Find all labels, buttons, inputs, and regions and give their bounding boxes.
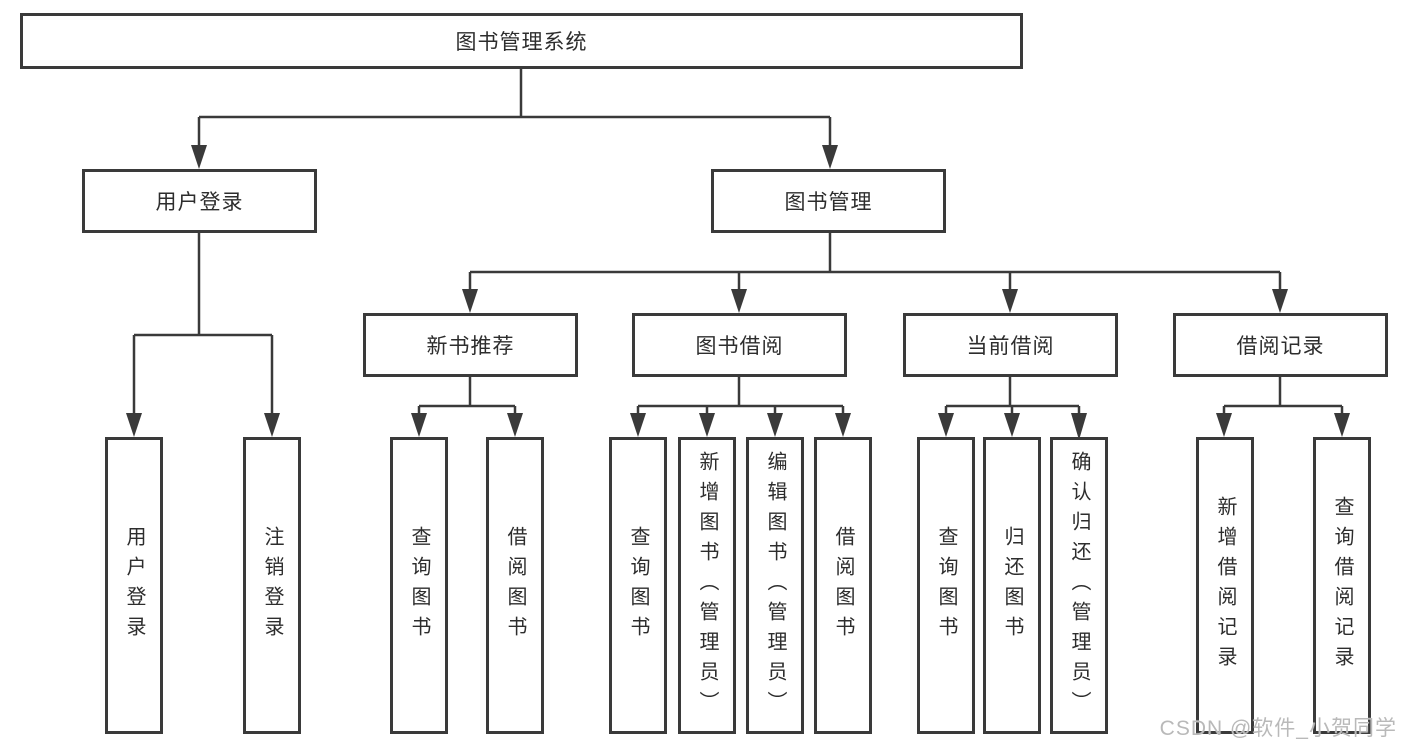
node-leaf-query-books: 查询图书 (609, 437, 667, 734)
node-leaf-add-book-admin: 新增图书（管理员） (678, 437, 736, 734)
node-leaf-user-login: 用户登录 (105, 437, 163, 734)
node-new-book-recommend: 新书推荐 (363, 313, 578, 377)
edge-current-borrow-children (938, 376, 1087, 440)
node-label: 借阅记录 (1236, 335, 1325, 358)
node-leaf-borrow-books: 借阅图书 (486, 437, 544, 734)
node-label: 新书推荐 (426, 335, 515, 358)
node-leaf-edit-book-admin: 编辑图书（管理员） (746, 437, 804, 734)
node-label: 查询图书 (935, 525, 957, 646)
node-label: 编辑图书（管理员） (764, 450, 786, 721)
csdn-watermark: CSDN @软件_小贺同学 (1159, 717, 1397, 740)
node-label: 用户登录 (155, 191, 244, 214)
node-label: 图书管理系统 (455, 31, 588, 54)
node-label: 确认归还（管理员） (1068, 450, 1090, 721)
edge-new-book-children (411, 376, 523, 437)
node-label: 图书管理 (784, 191, 873, 214)
node-book-borrow: 图书借阅 (632, 313, 847, 377)
node-label: 借阅图书 (832, 525, 854, 646)
edge-book-management-children (462, 232, 1288, 313)
node-label: 注销登录 (261, 525, 283, 646)
node-borrow-record: 借阅记录 (1173, 313, 1388, 377)
node-leaf-return-book: 归还图书 (983, 437, 1041, 734)
node-label: 查询图书 (627, 525, 649, 646)
node-label: 借阅图书 (504, 525, 526, 646)
edge-user-login-children (126, 232, 280, 437)
node-leaf-add-borrow-record: 新增借阅记录 (1196, 437, 1254, 734)
node-book-management: 图书管理 (711, 169, 946, 233)
node-leaf-borrow-books: 借阅图书 (814, 437, 872, 734)
node-label: 当前借阅 (966, 335, 1055, 358)
node-root: 图书管理系统 (20, 13, 1023, 69)
node-label: 新增借阅记录 (1214, 495, 1236, 676)
node-leaf-query-books: 查询图书 (917, 437, 975, 734)
node-leaf-confirm-return-admin: 确认归还（管理员） (1050, 437, 1108, 734)
edge-borrow-record-children (1216, 376, 1350, 437)
edge-book-borrow-children (630, 376, 851, 437)
node-leaf-query-borrow-record: 查询借阅记录 (1313, 437, 1371, 734)
node-leaf-logout: 注销登录 (243, 437, 301, 734)
node-current-borrow: 当前借阅 (903, 313, 1118, 377)
node-label: 新增图书（管理员） (696, 450, 718, 721)
node-leaf-query-books: 查询图书 (390, 437, 448, 734)
node-label: 查询图书 (408, 525, 430, 646)
edge-root-to-level2 (191, 69, 838, 169)
node-label: 图书借阅 (695, 335, 784, 358)
node-label: 查询借阅记录 (1331, 495, 1353, 676)
node-label: 用户登录 (123, 525, 145, 646)
node-user-login: 用户登录 (82, 169, 317, 233)
node-label: 归还图书 (1001, 525, 1023, 646)
